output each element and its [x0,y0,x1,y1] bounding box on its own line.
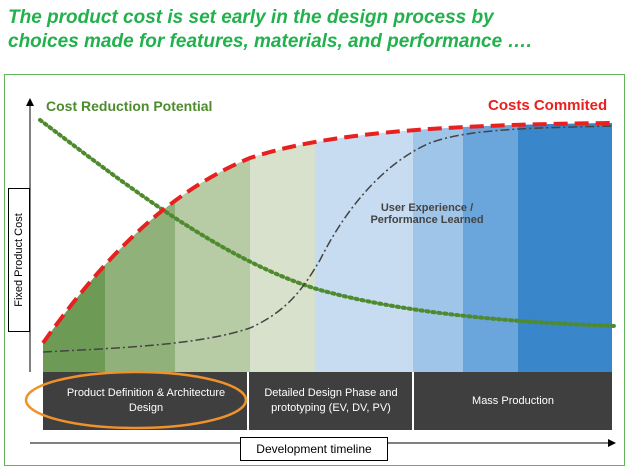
phase-band-8 [518,123,612,372]
stage-bar-detailed-design [249,372,412,430]
cost-reduction-curve [38,118,617,328]
diagram-frame [4,74,625,466]
phase-band-7 [463,123,518,372]
phase-band-6 [413,123,463,372]
phase-band-1 [43,123,105,372]
costs-commited-label: Costs Commited [488,97,608,114]
stage-label-detailed-design: Detailed Design Phase and prototyping (E… [264,387,398,414]
headline: The product cost is set early in the des… [8,6,623,54]
ux-label-line-1: User Experience / [380,202,474,214]
ux-learned-curve [42,125,613,353]
phase-band-5 [315,123,413,372]
stage-bar-mass-production [414,372,612,430]
cost-reduction-label: Cost Reduction Potential [46,98,213,114]
headline-line-2: choices made for features, materials, an… [8,31,532,52]
y-axis-label: Fixed Product Cost [8,188,30,332]
costs-committed-curve [41,121,613,345]
x-axis-label: Development timeline [240,437,388,461]
headline-line-1: The product cost is set early in the des… [8,7,494,28]
stage-label-mass-production: Mass Production [472,394,554,407]
phase-band-4 [250,123,315,372]
phase-band-2 [105,123,175,372]
ux-learned-label: User Experience / Performance Learned [368,202,486,226]
stage-label-product-definition: Product Definition & Architecture Design [66,387,226,414]
highlight-ellipse [24,370,248,430]
ux-label-line-2: Performance Learned [370,214,484,226]
phase-band-3 [175,123,250,372]
